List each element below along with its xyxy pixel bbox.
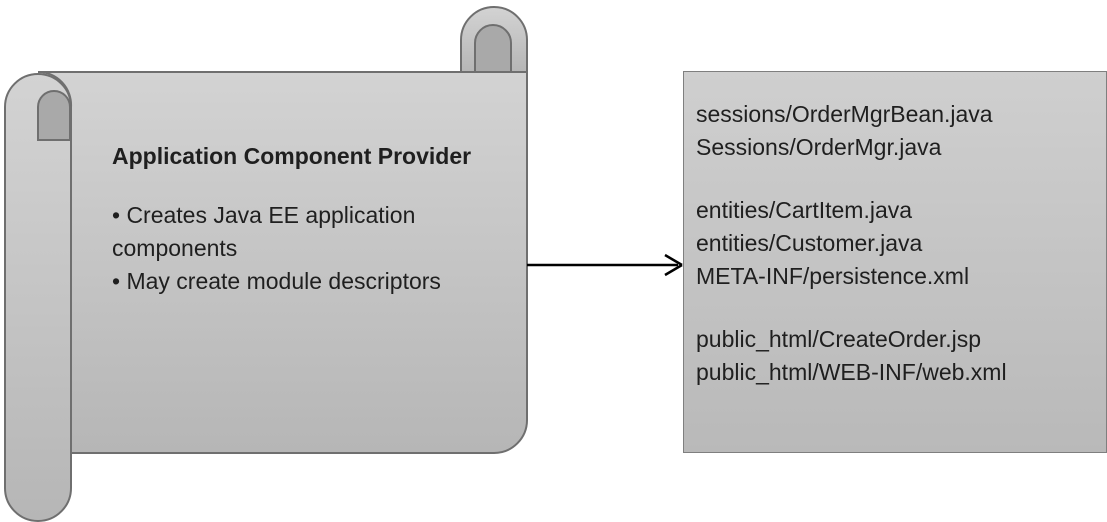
file-item: sessions/OrderMgrBean.java: [696, 101, 993, 127]
file-item: public_html/WEB-INF/web.xml: [696, 359, 1007, 385]
provider-title: Application Component Provider: [112, 143, 472, 169]
file-item: Sessions/OrderMgr.java: [696, 134, 942, 160]
file-item: public_html/CreateOrder.jsp: [696, 326, 982, 352]
file-item: META-INF/persistence.xml: [696, 263, 970, 289]
file-item: entities/Customer.java: [696, 230, 923, 256]
file-group-sessions: sessions/OrderMgrBean.java Sessions/Orde…: [696, 98, 1106, 164]
connector-arrow-head: [664, 253, 683, 277]
file-group-web: public_html/CreateOrder.jsp public_html/…: [696, 323, 1106, 389]
provider-bullet-2: • May create module descriptors: [112, 268, 441, 294]
file-item: entities/CartItem.java: [696, 197, 913, 223]
scroll-body: [37, 70, 528, 454]
file-group-entities: entities/CartItem.java entities/Customer…: [696, 194, 1106, 293]
scroll-left-inner-roll: [37, 90, 71, 141]
file-list-box: sessions/OrderMgrBean.java Sessions/Orde…: [683, 71, 1107, 453]
scroll-left-roll: [4, 73, 72, 522]
provider-card-text: Application Component Provider • Creates…: [112, 140, 492, 298]
provider-bullet-1: • Creates Java EE application components: [112, 202, 416, 261]
scroll-top-curl-inner: [474, 24, 512, 72]
